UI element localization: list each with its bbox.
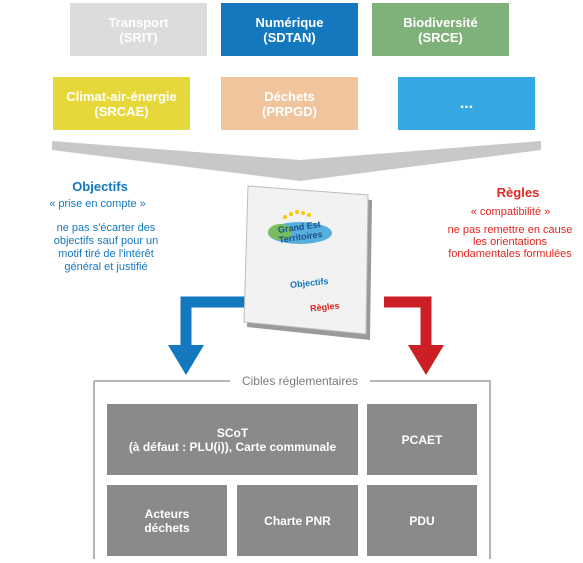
- source-box-biodiversite: Biodiversité (SRCE): [372, 3, 509, 56]
- funnel-shape: [52, 141, 541, 181]
- objectifs-title: Objectifs: [72, 179, 128, 194]
- targets-frame: [93, 380, 491, 559]
- target-charte-label: Charte PNR: [264, 513, 331, 528]
- target-pdu-label: PDU: [409, 513, 435, 528]
- source-label: Biodiversité: [403, 14, 478, 30]
- blue-arrow-head: [168, 345, 204, 375]
- source-box-numerique: Numérique (SDTAN): [221, 3, 358, 56]
- source-code: (SDTAN): [263, 29, 316, 45]
- target-box-scot: SCoT (à défaut : PLU(i)), Carte communal…: [107, 404, 358, 475]
- target-acteurs-detail: déchets: [144, 520, 190, 535]
- source-box-transport: Transport (SRIT): [70, 3, 207, 56]
- blue-arrow: [180, 296, 256, 348]
- document-icon: [243, 185, 372, 340]
- source-box-climat: Climat-air-énergie (SRCAE): [53, 77, 190, 130]
- source-label: Déchets: [264, 88, 315, 104]
- regles-description: ne pas remettre en cause les orientation…: [447, 224, 573, 260]
- objectifs-subtitle: « prise en compte »: [49, 198, 146, 210]
- source-code: (SRCAE): [94, 103, 149, 119]
- red-arrow-head: [408, 345, 444, 375]
- target-pcaet-label: PCAET: [401, 432, 443, 447]
- source-label: Numérique: [255, 14, 324, 30]
- red-arrow: [384, 296, 432, 348]
- target-box-pdu: PDU: [367, 485, 477, 556]
- target-box-charte-pnr: Charte PNR: [237, 485, 358, 556]
- source-box-dechets: Déchets (PRPGD): [221, 77, 358, 130]
- objectifs-description: ne pas s'écarter des objectifs sauf pour…: [53, 222, 159, 273]
- target-scot-label: SCoT: [216, 425, 249, 440]
- regles-subtitle: « compatibilité »: [470, 206, 551, 218]
- source-box-more: ...: [398, 77, 535, 130]
- source-label: ...: [459, 95, 474, 112]
- source-label: Climat-air-énergie: [66, 88, 177, 104]
- source-code: (SRCE): [418, 29, 463, 45]
- target-acteurs-label: Acteurs: [144, 506, 190, 521]
- regles-title: Règles: [496, 185, 540, 200]
- target-box-pcaet: PCAET: [367, 404, 477, 475]
- target-scot-detail: (à défaut : PLU(i)), Carte communale: [128, 439, 337, 454]
- cibles-title: Cibles réglementaires: [241, 374, 359, 388]
- source-code: (PRPGD): [262, 103, 317, 119]
- source-code: (SRIT): [119, 29, 158, 45]
- source-label: Transport: [108, 14, 169, 30]
- target-box-acteurs-dechets: Acteurs déchets: [107, 485, 227, 556]
